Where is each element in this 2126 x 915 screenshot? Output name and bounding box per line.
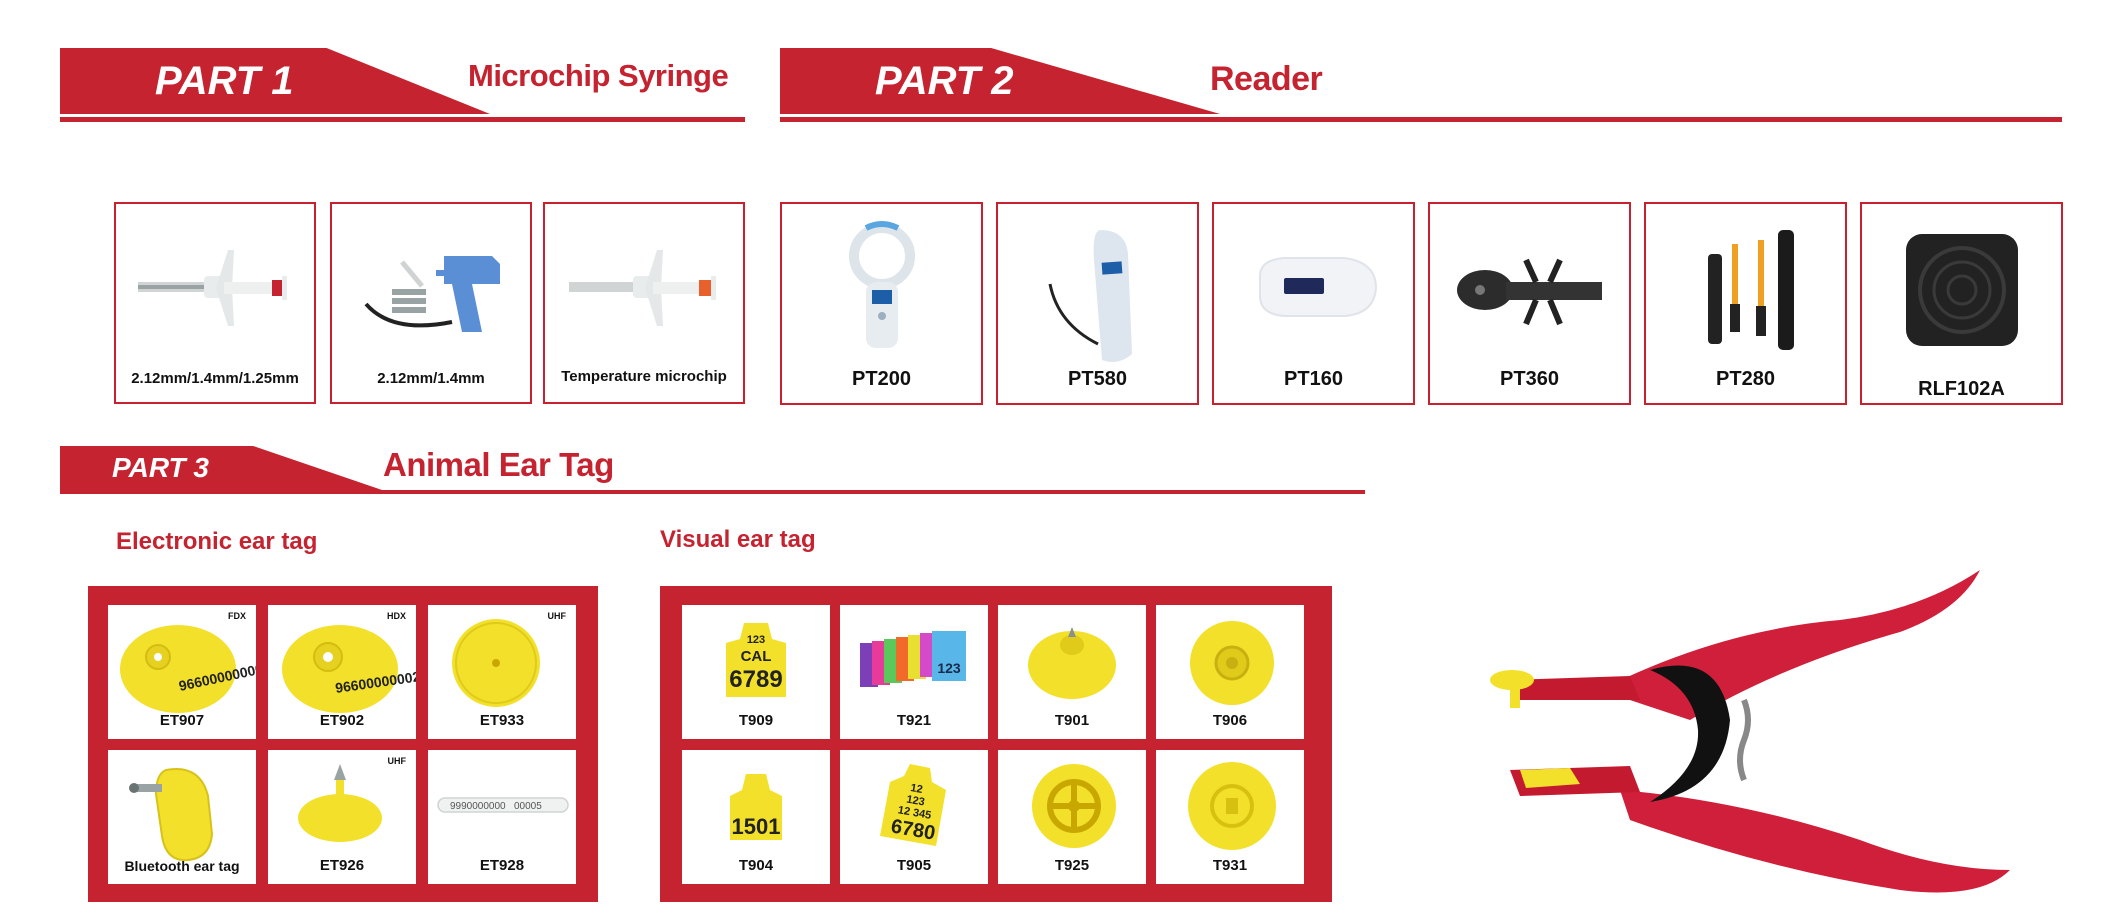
- tag-label: T921: [896, 712, 932, 729]
- part3-tab-text: PART 3: [112, 452, 209, 483]
- tag-badge: UHF: [547, 611, 567, 621]
- tag-label: ET902: [319, 712, 365, 729]
- part1-rule: [60, 117, 745, 122]
- part2-tab: PART 2: [780, 48, 1220, 114]
- syringe-icon: [569, 250, 716, 326]
- ear-tag-t921[interactable]: 123 T921: [840, 605, 988, 739]
- ear-tag-et907[interactable]: 9660000000001 FDX ET907: [108, 605, 256, 739]
- tag-number: 9990000000: [450, 801, 506, 812]
- pin-ear-tag-icon: [298, 764, 382, 842]
- ear-tag-t901[interactable]: T901: [998, 605, 1146, 739]
- stick-reader-icon: [1457, 258, 1602, 326]
- part3-title: Animal Ear Tag: [383, 446, 614, 483]
- ring-reader-icon: [849, 221, 915, 348]
- part1-tab-text: PART 1: [155, 58, 294, 103]
- tag-line: 12 345: [897, 804, 932, 822]
- tag-label: ET928: [479, 857, 525, 874]
- multi-color-tags-icon: 123: [860, 631, 966, 687]
- ear-tag-applicator-icon: [1490, 570, 2010, 893]
- product-label: 2.12mm/1.4mm/1.25mm: [131, 370, 299, 387]
- tag-label: Bluetooth ear tag: [124, 858, 240, 874]
- tag-line: 123: [747, 634, 765, 646]
- tag-label: T925: [1054, 857, 1090, 874]
- ear-tag-et933[interactable]: UHF ET933: [428, 605, 576, 739]
- tag-label: T906: [1212, 712, 1248, 729]
- tag-line: 12: [909, 782, 923, 796]
- tag-label: T905: [896, 857, 932, 874]
- product-card-pt580[interactable]: PT580: [996, 202, 1199, 405]
- product-label: PT160: [1284, 368, 1343, 390]
- ear-tag-t905[interactable]: 12 123 12 345 6780 T905: [840, 750, 988, 884]
- tag-label: ET926: [319, 857, 365, 874]
- product-card-pt160[interactable]: PT160: [1212, 202, 1415, 405]
- tag-text: 123: [937, 660, 961, 676]
- ear-tag-et902[interactable]: 9660000000215 HDX ET902: [268, 605, 416, 739]
- cattle-ear-tag-icon: 1501: [730, 774, 782, 840]
- visual-ear-tag-title: Visual ear tag: [660, 526, 816, 553]
- handheld-reader-icon: [1048, 230, 1132, 362]
- product-card-syringe-1[interactable]: 2.12mm/1.4mm/1.25mm: [114, 202, 316, 404]
- product-card-implant-gun[interactable]: 2.12mm/1.4mm: [330, 202, 532, 404]
- tag-badge: UHF: [387, 756, 407, 766]
- round-ear-tag-icon: 9660000000215: [282, 625, 416, 713]
- ear-tag-t904[interactable]: 1501 T904: [682, 750, 830, 884]
- product-label: PT280: [1716, 368, 1775, 390]
- tag-label: T931: [1212, 857, 1248, 874]
- cattle-ear-tag-icon: 123 CAL 6789: [726, 623, 786, 697]
- product-label: PT360: [1500, 368, 1559, 390]
- tag-label: ET933: [479, 712, 525, 729]
- tag-line: 6789: [729, 666, 782, 693]
- cattle-ear-tag-icon: 12 123 12 345 6780: [880, 764, 946, 846]
- male-button-tag-icon: [1028, 627, 1116, 699]
- ear-tag-et928[interactable]: 9990000000 00005 ET928: [428, 750, 576, 884]
- round-button-tag-icon: [1190, 621, 1274, 705]
- round-ear-tag-icon: 9660000000001: [120, 625, 256, 713]
- product-label: PT580: [1068, 368, 1127, 390]
- tag-line: CAL: [741, 648, 772, 665]
- product-card-rlf102a[interactable]: RLF102A: [1860, 202, 2063, 405]
- part2-title: Reader: [1210, 60, 1323, 98]
- strip-tag-icon: 9990000000 00005: [437, 797, 569, 813]
- ear-tag-t925[interactable]: T925: [998, 750, 1146, 884]
- ear-tag-bluetooth[interactable]: Bluetooth ear tag: [108, 750, 256, 884]
- tag-label: T904: [738, 857, 774, 874]
- product-card-temperature-microchip[interactable]: Temperature microchip: [543, 202, 745, 404]
- part1-title: Microchip Syringe: [468, 58, 729, 93]
- tag-number-2: 00005: [514, 801, 542, 812]
- tag-text: 1501: [732, 814, 781, 839]
- product-label: PT200: [852, 368, 911, 390]
- tag-label: T901: [1054, 712, 1090, 729]
- implant-gun-icon: [364, 256, 500, 332]
- part2-tab-text: PART 2: [875, 58, 1014, 103]
- product-card-pt200[interactable]: PT200: [780, 202, 983, 405]
- tag-line: 123: [905, 794, 925, 809]
- product-label: 2.12mm/1.4mm: [377, 370, 485, 387]
- tag-label: ET907: [159, 712, 205, 729]
- syringe-icon: [138, 250, 287, 326]
- product-label: RLF102A: [1918, 378, 2005, 400]
- round-button-tag-icon: [1188, 762, 1276, 850]
- bluetooth-tag-icon: [129, 768, 214, 862]
- tag-badge: FDX: [228, 611, 246, 621]
- electronic-ear-tag-title: Electronic ear tag: [116, 528, 318, 555]
- tag-label: T909: [738, 712, 774, 729]
- panel-reader-icon: [1906, 234, 2018, 346]
- part3-rule: [60, 490, 1365, 494]
- ear-tag-et926[interactable]: UHF ET926: [268, 750, 416, 884]
- round-ear-tag-icon: [452, 619, 540, 707]
- long-stick-reader-icon: [1708, 230, 1794, 350]
- product-card-pt280[interactable]: PT280: [1644, 202, 1847, 405]
- round-button-tag-icon: [1032, 764, 1116, 848]
- pocket-reader-icon: [1259, 257, 1378, 317]
- ear-tag-t931[interactable]: T931: [1156, 750, 1304, 884]
- product-card-pt360[interactable]: PT360: [1428, 202, 1631, 405]
- tag-badge: HDX: [386, 611, 406, 621]
- product-label: Temperature microchip: [561, 368, 727, 385]
- ear-tag-t906[interactable]: T906: [1156, 605, 1304, 739]
- part3-tab: PART 3: [60, 446, 382, 490]
- ear-tag-t909[interactable]: 123 CAL 6789 T909: [682, 605, 830, 739]
- part2-rule: [780, 117, 2062, 122]
- part1-tab: PART 1: [60, 48, 490, 114]
